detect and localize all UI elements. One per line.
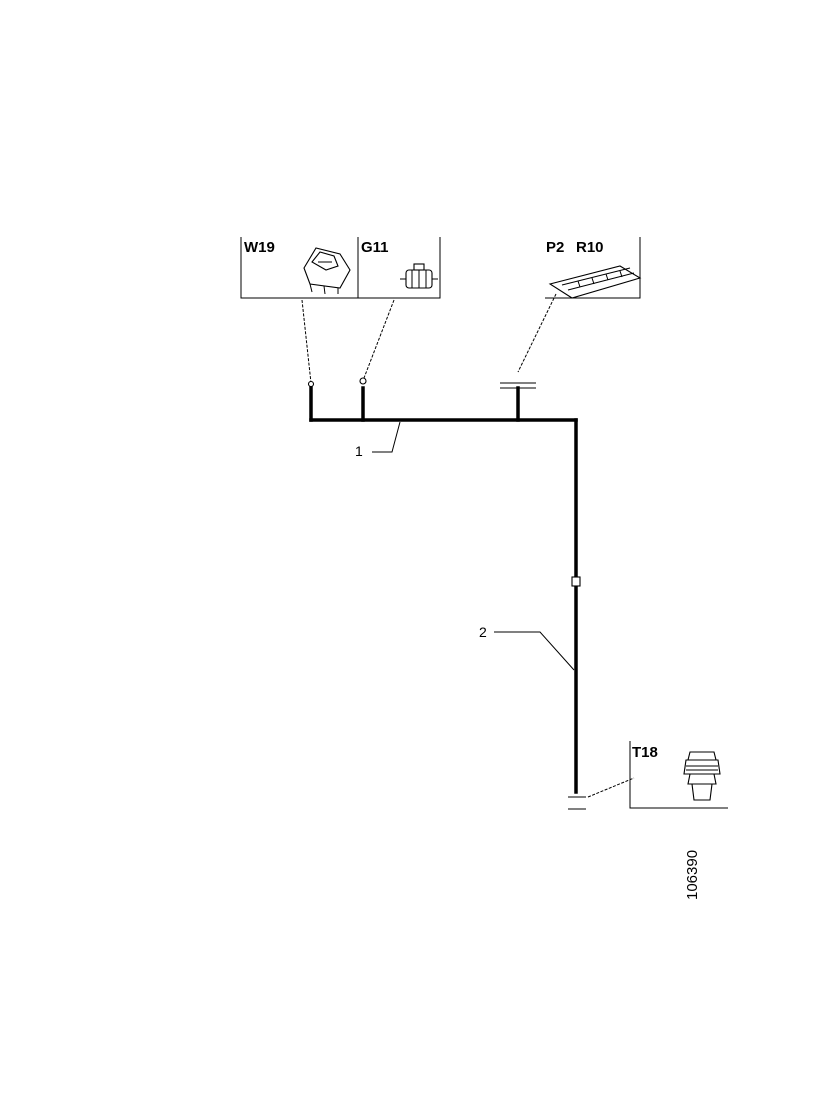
harness-2: 2 xyxy=(479,418,586,810)
harness-1: 1 xyxy=(309,386,578,459)
callout-2: 2 xyxy=(479,624,487,640)
component-p2-r10: P2 R10 xyxy=(500,237,642,389)
component-w19: W19 xyxy=(240,237,359,388)
callout-1-leader xyxy=(372,421,401,453)
t18-label: T18 xyxy=(632,744,658,761)
w19-label: W19 xyxy=(244,239,275,256)
p2-r10-frame xyxy=(545,237,641,299)
t18-sender-icon xyxy=(683,751,721,801)
p2-r10-leader xyxy=(517,293,557,373)
t18-box-frame xyxy=(629,741,728,809)
harness-2-end-connector xyxy=(568,796,586,810)
harness-2-inline-connector xyxy=(571,576,581,587)
callout-1: 1 xyxy=(355,443,363,459)
w19-connector-pin xyxy=(307,380,315,388)
g11-leader xyxy=(363,299,395,379)
w19-box-frame xyxy=(240,237,359,299)
w19-switch-icon xyxy=(303,247,351,295)
r10-label: R10 xyxy=(576,239,604,256)
callout-2-leader xyxy=(494,631,575,671)
g11-sensor-icon xyxy=(400,263,438,289)
figure-number: 106390 xyxy=(684,850,701,900)
g11-box-frame xyxy=(358,237,441,299)
g11-label: G11 xyxy=(361,239,389,256)
w19-leader xyxy=(301,299,312,384)
p2-r10-panel-icon xyxy=(548,265,642,299)
t18-leader xyxy=(587,777,635,798)
g11-connector-pin xyxy=(359,377,367,385)
component-g11: G11 xyxy=(358,237,441,385)
p2-label: P2 xyxy=(546,239,564,256)
component-t18: T18 xyxy=(587,741,728,809)
